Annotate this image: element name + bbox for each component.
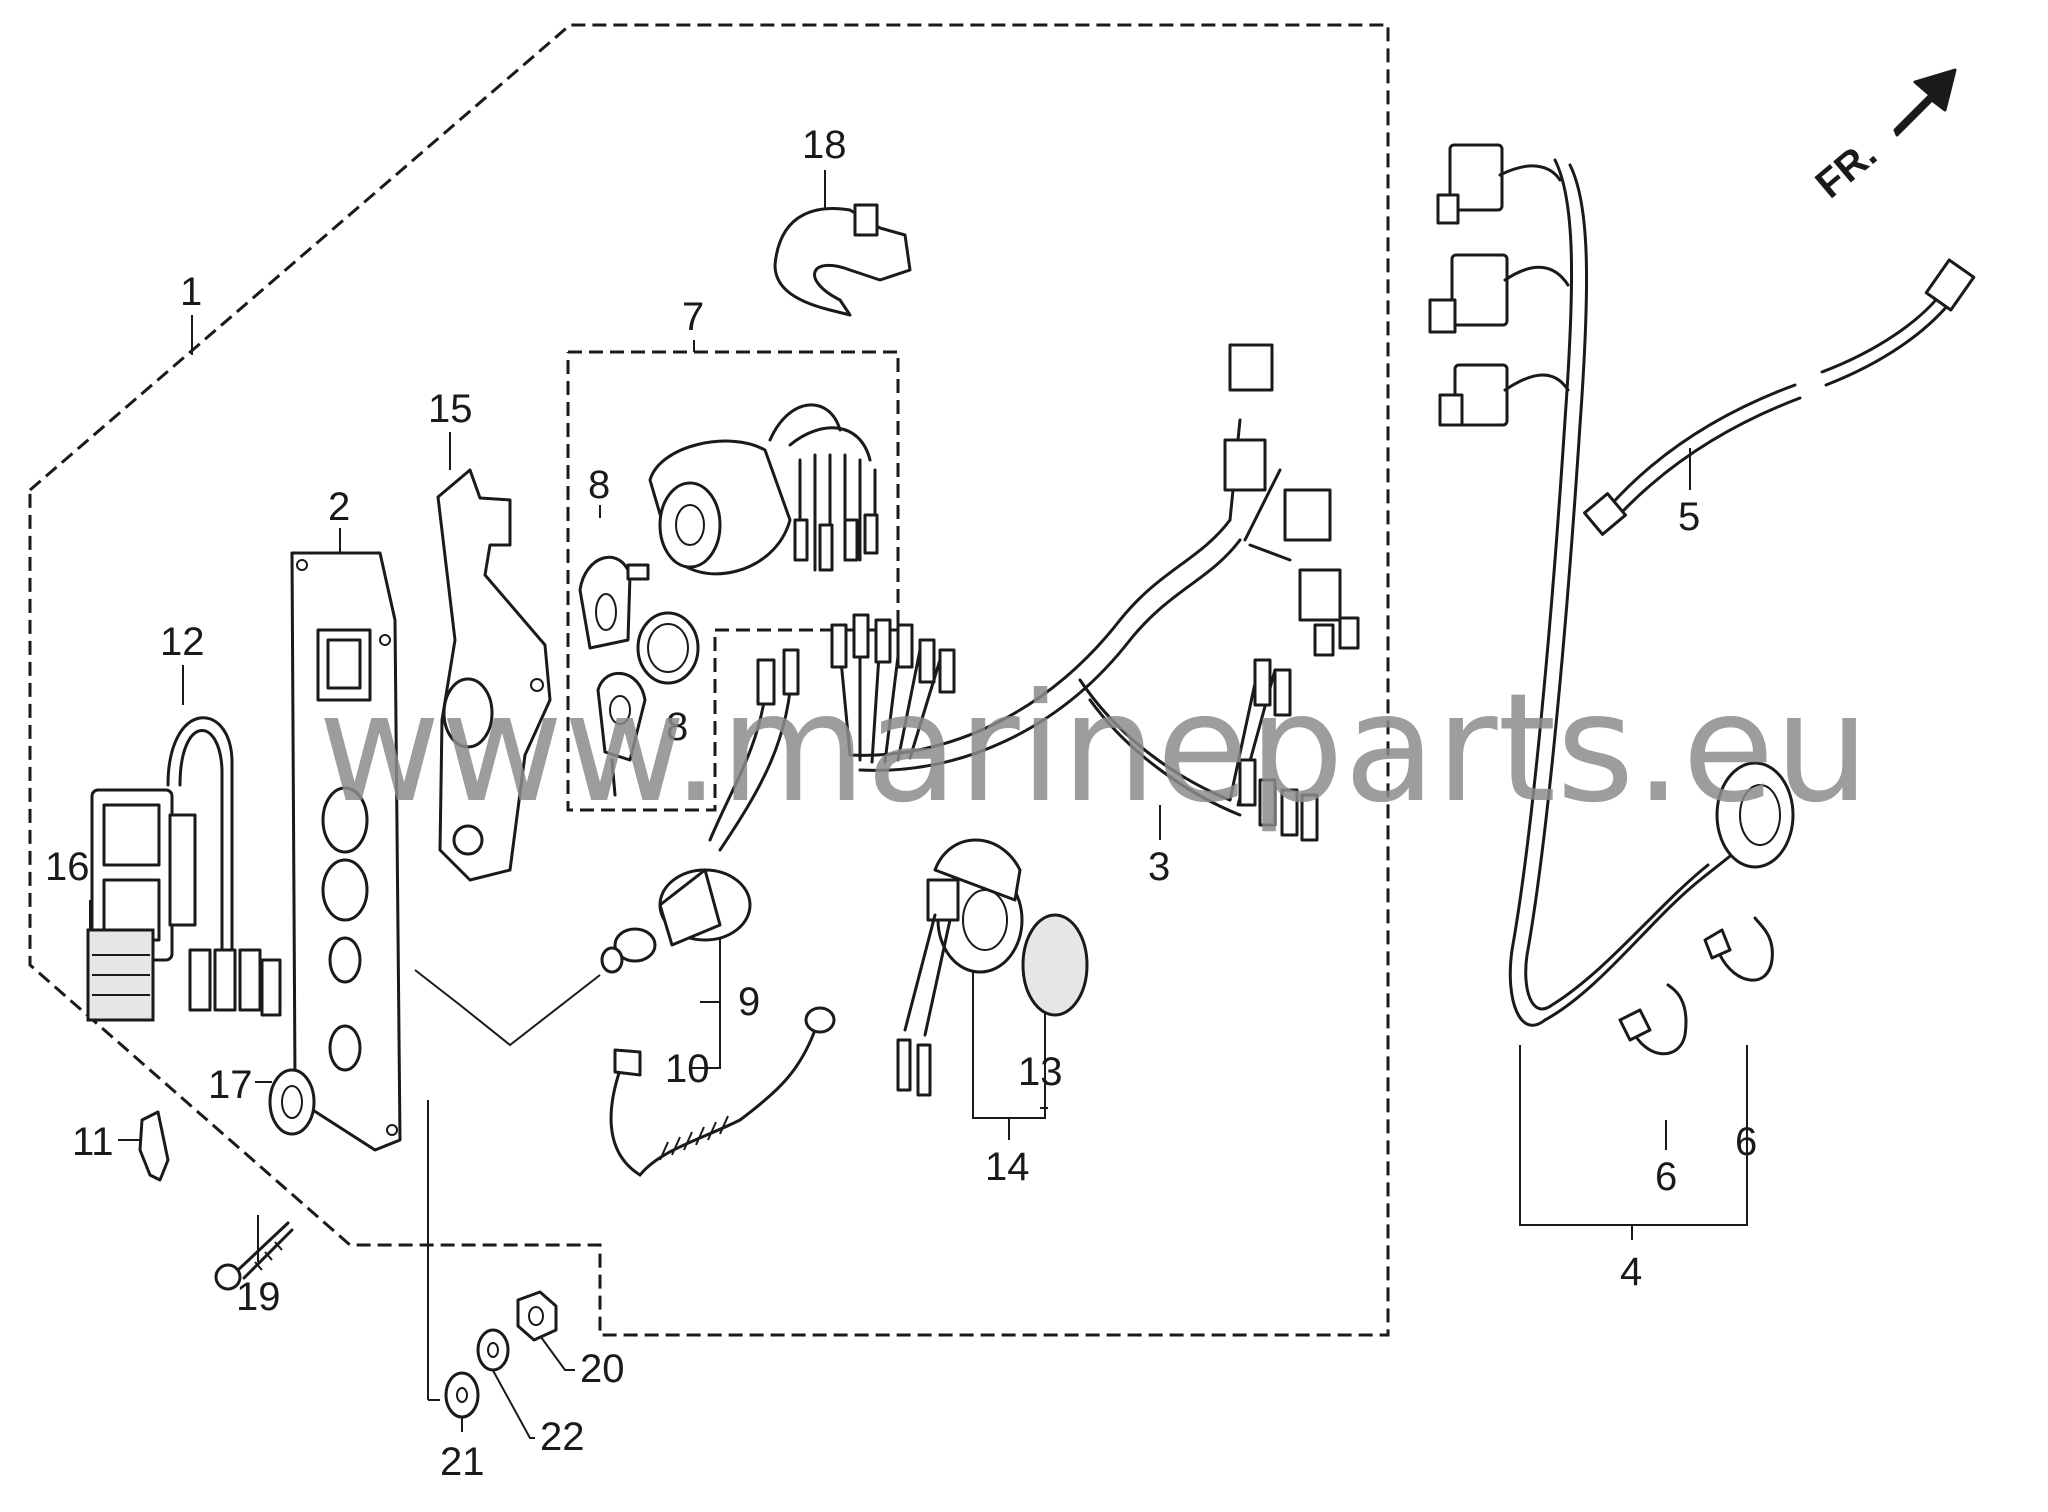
buzzer-14 [896, 838, 1024, 1097]
part-label-8a: 8 [588, 463, 610, 507]
part-label-14: 14 [985, 1145, 1030, 1189]
assembly-boundary [28, 23, 1390, 1337]
part-label-10: 10 [665, 1047, 710, 1091]
clamp-18 [773, 203, 912, 317]
part-label-20: 20 [580, 1347, 625, 1391]
hardware-20-22 [444, 1290, 558, 1419]
harness-4 [1428, 143, 1795, 1027]
nut-17 [268, 1068, 316, 1136]
watermark: www.marineparts.eu [318, 662, 1870, 836]
lanyard-10 [609, 1006, 836, 1177]
part-label-9: 9 [738, 980, 760, 1024]
direction-label: FR. [1808, 132, 1886, 207]
part-label-4: 4 [1620, 1250, 1642, 1294]
clips-6 [1618, 916, 1774, 1056]
part-label-6b: 6 [1735, 1120, 1757, 1164]
cap-13 [1021, 913, 1089, 1017]
part-label-22: 22 [540, 1415, 585, 1459]
part-label-1: 1 [180, 270, 202, 314]
bolt-19 [214, 1221, 294, 1291]
harness-3 [830, 343, 1360, 842]
part-label-16: 16 [45, 845, 90, 889]
cable-5 [1583, 258, 1976, 536]
part-label-13: 13 [1018, 1050, 1063, 1094]
panel-plate [290, 551, 402, 1152]
bracket-15 [436, 468, 552, 882]
front-direction-arrow-icon [1893, 68, 1957, 137]
part-label-12: 12 [160, 620, 205, 664]
part-label-2: 2 [328, 485, 350, 529]
keys-8 [578, 555, 700, 797]
part-label-15: 15 [428, 387, 473, 431]
part-label-21: 21 [440, 1440, 485, 1484]
part-label-8b: 8 [666, 705, 688, 749]
part-label-7: 7 [682, 295, 704, 339]
key-switch-group [566, 350, 900, 812]
part-label-11: 11 [72, 1120, 114, 1164]
part-labels: 1 2 3 4 5 6 6 7 8 8 9 10 11 12 13 14 15 … [45, 123, 1757, 1484]
part-label-3: 3 [1148, 845, 1170, 889]
part-label-18: 18 [802, 123, 847, 167]
part-label-5: 5 [1678, 495, 1700, 539]
part-label-19: 19 [236, 1275, 281, 1319]
part-label-6a: 6 [1655, 1155, 1677, 1199]
part-label-17: 17 [208, 1063, 253, 1107]
switch-assembly [86, 716, 282, 1022]
sensor-9 [600, 648, 800, 974]
clip-11 [138, 1110, 170, 1182]
